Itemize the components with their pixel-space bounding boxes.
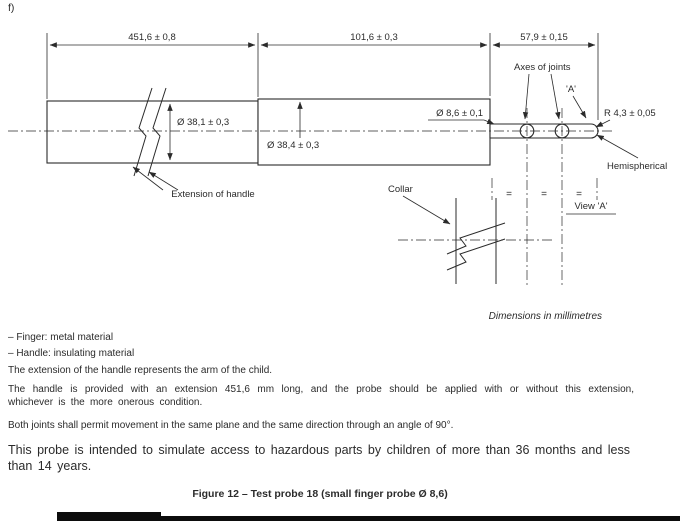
extension-of-handle-label: Extension of handle	[171, 189, 254, 200]
note-purpose: This probe is intended to simulate acces…	[8, 443, 630, 473]
dimensions-note: Dimensions in millimetres	[488, 311, 602, 322]
dim-handle-length: 101,6 ± 0,3	[350, 32, 397, 43]
dia-handle-label: Ø 38,4 ± 0,3	[267, 140, 319, 151]
figure-item-label: f)	[8, 2, 15, 14]
collar-detail: Collar	[388, 184, 552, 284]
handle-outline	[257, 98, 491, 166]
view-a-label: View 'A'	[574, 201, 607, 212]
equal-segment-marks: = = = View 'A'	[491, 108, 616, 288]
note-handle-extension: The handle is provided with an extension…	[8, 384, 634, 408]
dim-extension-length: 451,6 ± 0,8	[128, 32, 175, 43]
note-joints: Both joints shall permit movement in the…	[8, 420, 454, 431]
view-direction-marker: 'A'	[566, 84, 576, 95]
radius-tip-label: R 4,3 ± 0,05	[604, 108, 656, 119]
diameter-dimensions: Ø 38,1 ± 0,3 Ø 38,4 ± 0,3 Ø 8,6 ± 0,1	[167, 101, 495, 161]
scan-artifact-bar-right	[161, 516, 680, 521]
extension-of-handle-callout: Extension of handle	[132, 166, 255, 200]
note-extension: The extension of the handle represents t…	[8, 365, 273, 376]
note-handle-material: – Handle: insulating material	[8, 348, 135, 359]
dia-extension-label: Ø 38,1 ± 0,3	[177, 117, 229, 128]
collar-break-line-2	[446, 238, 506, 271]
collar-label: Collar	[388, 184, 413, 195]
equal-mark-2: =	[541, 189, 547, 200]
break-line-1	[133, 87, 153, 177]
axes-of-joints-label: Axes of joints	[514, 62, 571, 73]
top-dimension-lines: 451,6 ± 0,8 101,6 ± 0,3 57,9 ± 0,15	[46, 32, 599, 120]
probe-body	[46, 87, 599, 177]
dia-finger-label: Ø 8,6 ± 0,1	[436, 108, 483, 119]
break-line-2	[147, 87, 167, 177]
tip-callouts: R 4,3 ± 0,05 Hemispherical	[595, 108, 667, 172]
equal-mark-1: =	[506, 189, 512, 200]
figure-caption: Figure 12 – Test probe 18 (small finger …	[192, 488, 448, 500]
collar-break-line-1	[446, 222, 506, 255]
handle-extension-outline	[46, 100, 259, 164]
dim-finger-length: 57,9 ± 0,15	[520, 32, 567, 43]
test-probe-technical-drawing: 451,6 ± 0,8 101,6 ± 0,3 57,9 ± 0,15 Ø 38…	[8, 32, 667, 288]
note-finger-material: – Finger: metal material	[8, 332, 114, 343]
scan-artifact-bar-left	[57, 512, 161, 521]
equal-mark-3: =	[576, 189, 582, 200]
hemispherical-label: Hemispherical	[607, 161, 667, 172]
axes-of-joints-callout: Axes of joints 'A'	[514, 62, 587, 120]
